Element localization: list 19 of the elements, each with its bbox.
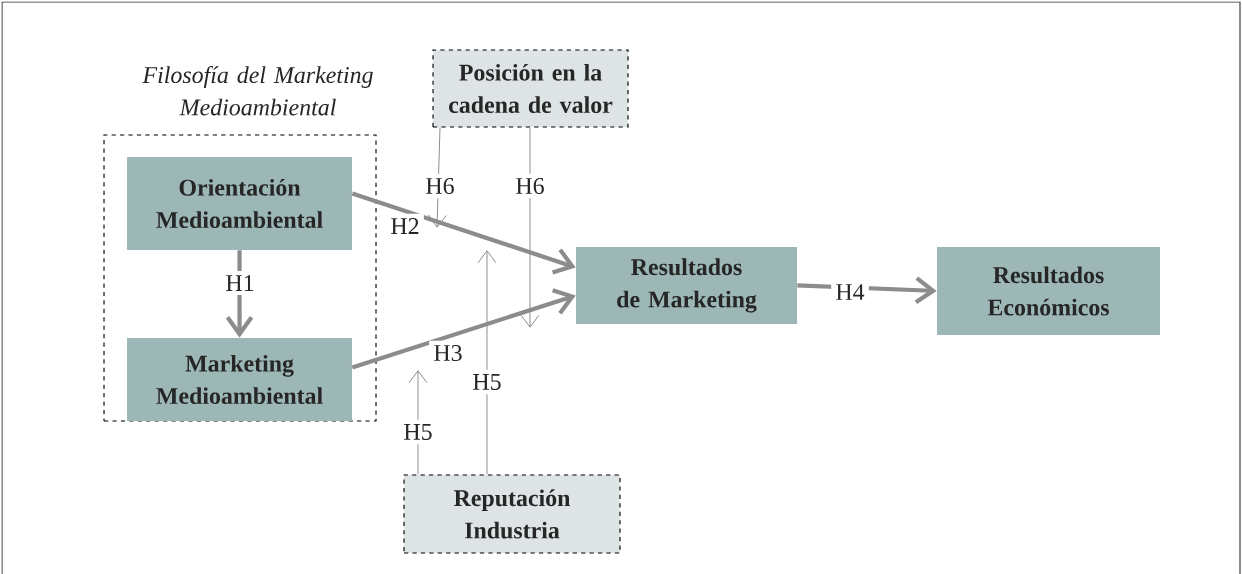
- edge-label: H2: [386, 213, 424, 239]
- construct-box: Resultados Económicos: [937, 247, 1160, 335]
- edge-label: H4: [831, 279, 869, 305]
- arrow: [520, 127, 540, 328]
- edge-label: H5: [399, 419, 437, 445]
- edge-label: H5: [468, 369, 506, 395]
- edge-label: H6: [421, 173, 459, 199]
- edge-label: H1: [221, 270, 259, 296]
- edge-label: H6: [511, 173, 549, 199]
- arrow: [351, 288, 576, 370]
- edge-label: H3: [429, 340, 467, 366]
- arrow: [351, 191, 576, 275]
- construct-box: Orientación Medioambiental: [127, 156, 353, 250]
- construct-box: Resultados de Marketing: [576, 246, 797, 324]
- node-label: Filosofía del Marketing Medioambiental: [142, 66, 373, 116]
- moderator-box: Reputación Industria: [403, 474, 621, 554]
- arrow: [477, 250, 497, 475]
- construct-box: Marketing Medioambiental: [127, 337, 353, 421]
- moderator-box: Posición en la cadena de valor: [432, 49, 629, 128]
